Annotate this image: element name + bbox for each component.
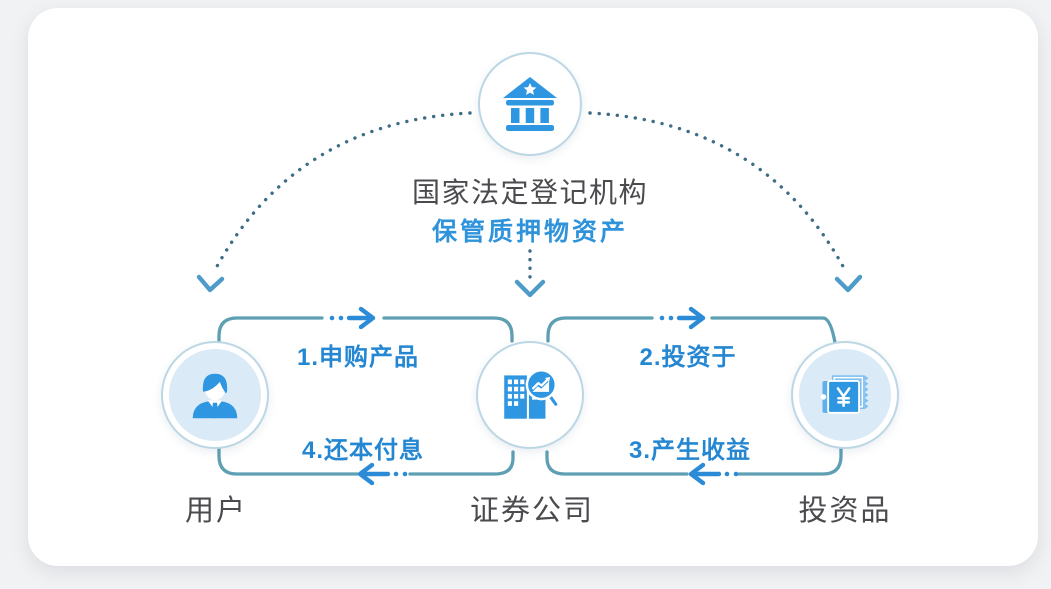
user-node-label: 用户 — [184, 495, 248, 527]
step-2-label: 2.投资于 — [639, 344, 737, 371]
rail-paths — [217, 316, 843, 476]
registry-sublabel: 保管质押物资产 — [431, 218, 629, 246]
bank-icon — [503, 77, 557, 131]
step-4-label: 4.还本付息 — [301, 437, 425, 464]
user-icon — [192, 373, 238, 419]
securities-company-icon — [504, 369, 558, 419]
arrow-left-repay — [357, 462, 408, 486]
chevron-down-left-icon — [196, 274, 225, 293]
dotted-arc-right — [588, 111, 847, 272]
step-3-label: 3.产生收益 — [628, 437, 752, 464]
arrow-right-invest — [659, 306, 706, 330]
registry-label: 国家法定登记机构 — [411, 177, 649, 208]
dotted-arc-left — [213, 111, 472, 272]
chevron-down-right-icon — [834, 274, 863, 293]
investment-node — [791, 341, 899, 449]
step-1-label: 1.申购产品 — [296, 344, 420, 371]
securities-node-label: 证券公司 — [469, 495, 595, 527]
investment-node-label: 投资品 — [798, 495, 892, 527]
chevron-down-center-icon — [514, 279, 546, 298]
user-node-disc — [169, 349, 261, 441]
securities-node — [476, 341, 584, 449]
investment-icon — [820, 375, 869, 414]
arrow-right-subscribe — [329, 306, 376, 330]
registry-node — [478, 52, 582, 156]
investment-node-disc — [799, 349, 891, 441]
arrow-left-income — [688, 462, 739, 486]
user-node — [161, 341, 269, 449]
